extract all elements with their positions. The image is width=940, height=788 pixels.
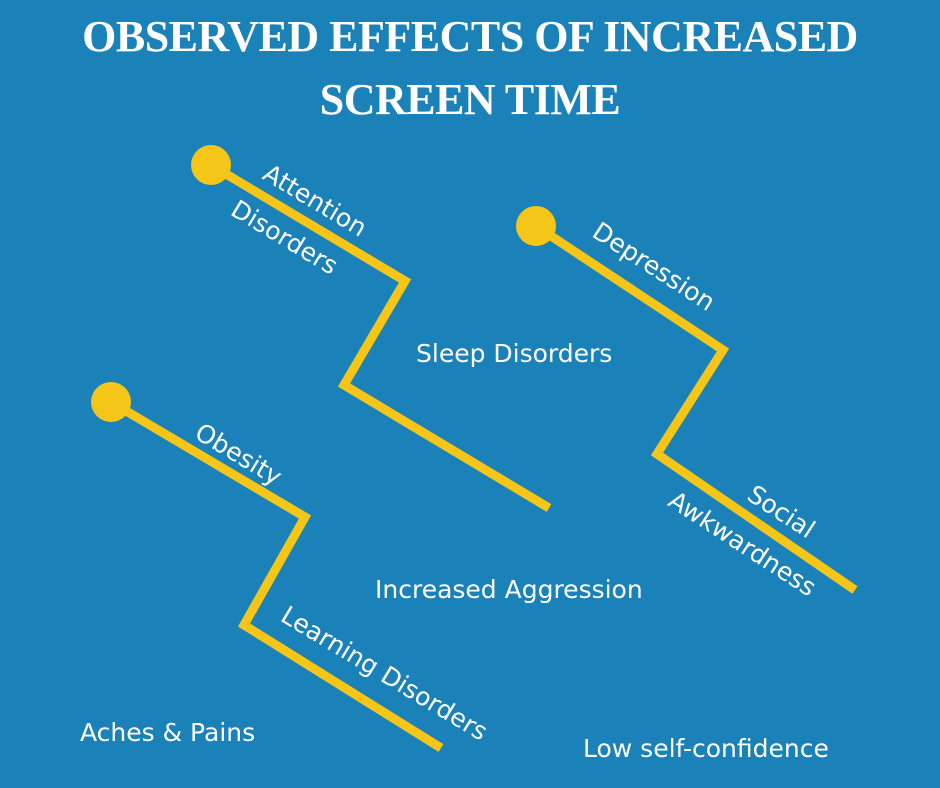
- label-aches-pains: Aches & Pains: [80, 718, 256, 747]
- title-line-2: SCREEN TIME: [319, 75, 621, 124]
- dot-2: [516, 206, 556, 246]
- dot-1: [191, 145, 231, 185]
- dot-3: [91, 382, 131, 422]
- label-sleep-disorders: Sleep Disorders: [416, 339, 613, 368]
- zigzag-line-2: [533, 222, 858, 594]
- label-low-self-confidence: Low self-confidence: [583, 734, 829, 763]
- zigzag-line-3: [108, 398, 444, 752]
- label-increased-aggression: Increased Aggression: [375, 575, 643, 604]
- title-line-1: OBSERVED EFFECTS OF INCREASED: [82, 12, 858, 61]
- zigzag-line-1: [208, 161, 552, 512]
